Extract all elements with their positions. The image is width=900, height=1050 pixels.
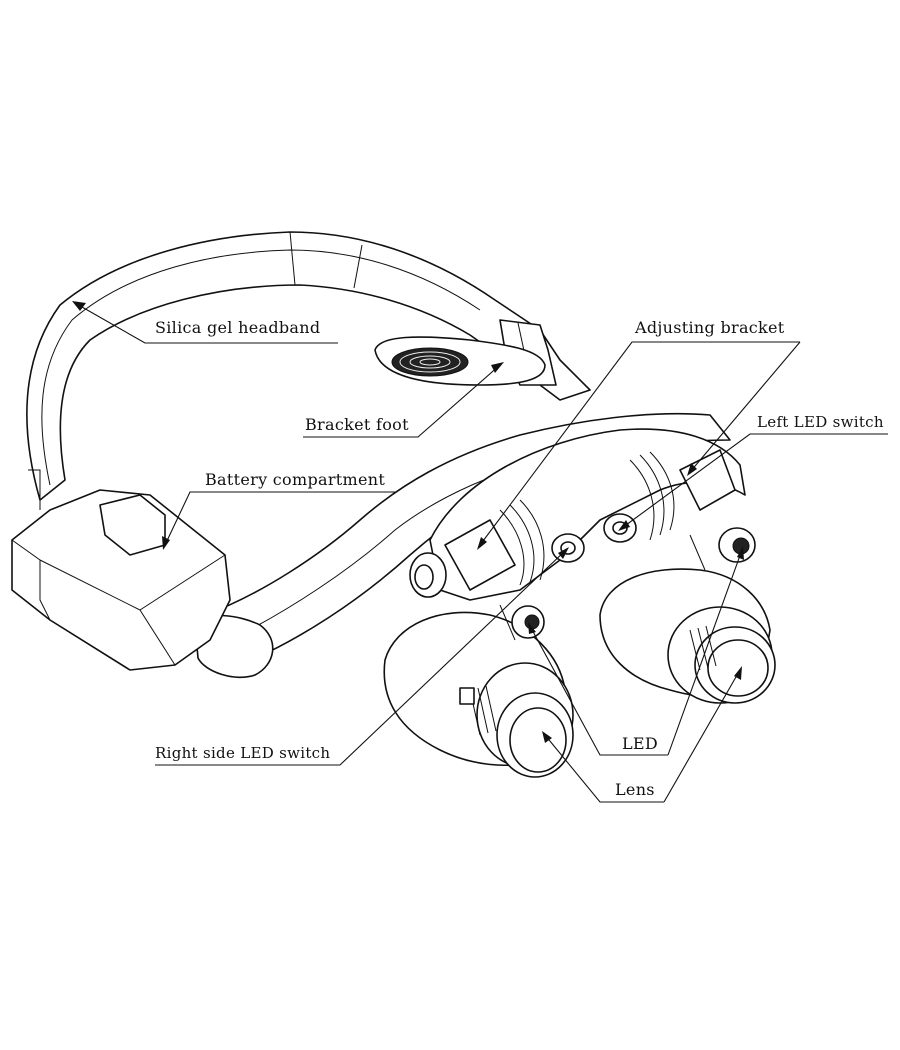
bracket-foot-drawing: [374, 336, 546, 386]
label-battery-compartment: Battery compartment: [205, 470, 385, 489]
label-adjusting-bracket: Adjusting bracket: [634, 318, 785, 337]
label-right-side-led-switch: Right side LED switch: [155, 744, 330, 762]
right-lens-drawing: [383, 611, 574, 778]
battery-compartment-drawing: [11, 469, 231, 671]
label-silica-gel-headband: Silica gel headband: [155, 318, 320, 337]
label-led: LED: [622, 734, 658, 753]
leader-lines: [72, 301, 888, 803]
label-bracket-foot: Bracket foot: [305, 415, 409, 434]
label-left-led-switch: Left LED switch: [757, 413, 884, 431]
central-housing-drawing: [409, 428, 746, 601]
left-lens-drawing: [599, 568, 776, 704]
label-lens: Lens: [615, 780, 655, 799]
